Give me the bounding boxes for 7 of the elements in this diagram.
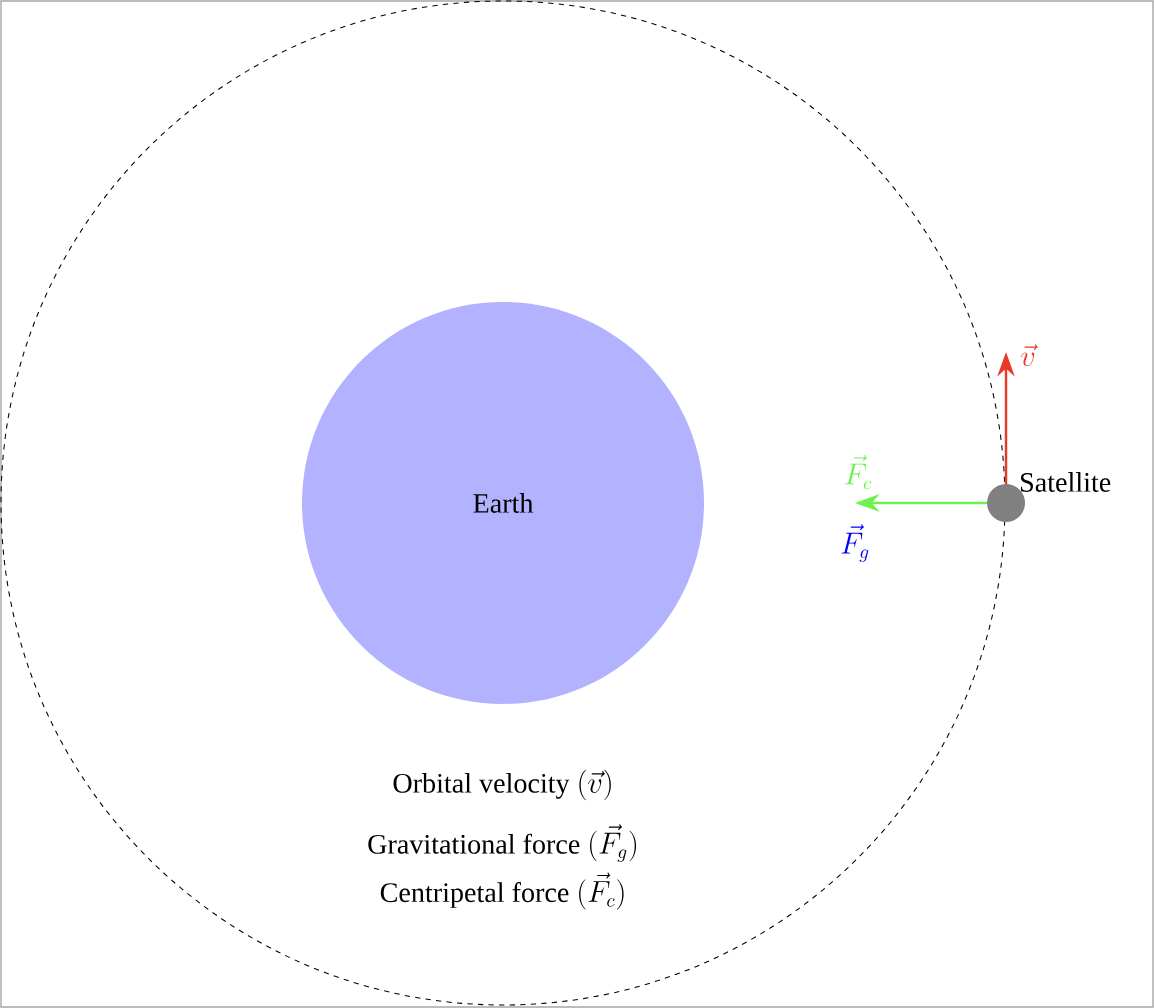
legend-text: $\text{Orbital velocity }(\vec{v})$ [393, 769, 611, 801]
vector-label: $\vec{v}$ [1021, 344, 1038, 367]
legend-text: $\text{Gravitational force }(\vec{F_g})$ [368, 824, 637, 862]
satellite-label: Satellite [1021, 472, 1111, 492]
vector-label: $\vec{F_c}$ [845, 455, 872, 490]
legend-text: $\text{Centripetal force }(\vec{F_c})$ [380, 872, 624, 910]
vector-label: $\vec{F_g}$ [841, 524, 869, 562]
